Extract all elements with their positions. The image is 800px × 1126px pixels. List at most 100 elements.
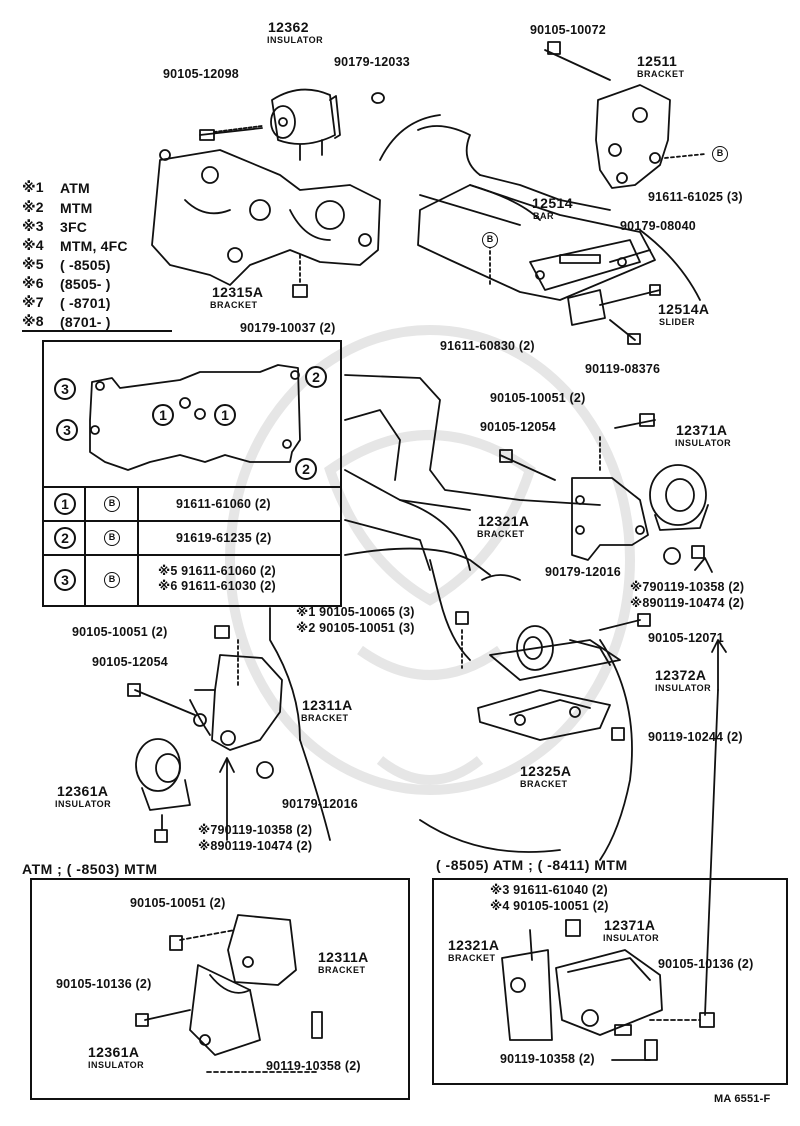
inset-left-header: ATM ; ( -8503) MTM <box>22 861 158 877</box>
table-row-number: 1 <box>54 493 76 515</box>
table-row-number: 3 <box>54 569 76 591</box>
callout-12362-desc: INSULATOR <box>267 35 324 45</box>
callout-12315A: 12315A <box>212 284 264 300</box>
bolt-type-b-marker: B <box>482 232 498 248</box>
engine-block-outline <box>269 114 701 861</box>
insulator-12372A <box>455 574 651 681</box>
callout-12361A-desc: INSULATOR <box>55 799 112 809</box>
callout-12321A-desc: BRACKET <box>477 529 525 539</box>
bolt-position-2-marker: 2 <box>295 458 317 480</box>
callout-90105-10136: 90105-10136 (2) <box>56 977 152 991</box>
legend-mark-4: ※4 <box>22 237 44 253</box>
callout-90105-10072: 90105-10072 <box>530 23 606 37</box>
bolt-type-b-marker: B <box>712 146 728 162</box>
legend-text-3: 3FC <box>60 219 88 235</box>
legend-mark-6: ※6 <box>22 275 44 291</box>
callout-12361A: 12361A <box>88 1044 140 1060</box>
inset-left-drawing <box>135 914 323 1073</box>
callout-12511: 12511 <box>637 53 678 69</box>
table-row-type-b: B <box>104 496 120 512</box>
callout-90105-10051: 90105-10051 (2) <box>130 896 226 910</box>
callout-12514: 12514 <box>532 195 573 211</box>
callout-90105-10051-mark2: ※2 90105-10051 (3) <box>296 621 415 635</box>
table-row-part-number: 91611-61060 (2) <box>176 497 271 511</box>
table-row-part-number: ※6 91611-61030 (2) <box>158 579 276 593</box>
table-row-number: 2 <box>54 527 76 549</box>
callout-90105-12054: 90105-12054 <box>92 655 168 669</box>
callout-12321A: 12321A <box>478 513 530 529</box>
callout-90119-10474-mark8: ※890119-10474 (2) <box>630 596 745 610</box>
slider-12514A <box>567 284 661 345</box>
callout-90105-10136: 90105-10136 (2) <box>658 957 754 971</box>
bracket-12321A <box>499 413 656 561</box>
legend-mark-3: ※3 <box>22 218 44 234</box>
table-row-type-b: B <box>104 530 120 546</box>
callout-12311A: 12311A <box>302 697 353 713</box>
legend-mark-7: ※7 <box>22 294 44 310</box>
callout-12311A-desc: BRACKET <box>301 713 349 723</box>
inset-right-header: ( -8505) ATM ; ( -8411) MTM <box>436 857 628 873</box>
callout-90119-10358: 90119-10358 (2) <box>266 1059 361 1073</box>
callout-90179-12016: 90179-12016 <box>282 797 358 811</box>
legend-text-8: (8701- ) <box>60 314 111 330</box>
callout-90105-10051: 90105-10051 (2) <box>72 625 168 639</box>
callout-90179-08040: 90179-08040 <box>620 219 696 233</box>
cover-plate-outline <box>89 364 301 471</box>
callout-90119-10474-mark8: ※890119-10474 (2) <box>198 839 313 853</box>
callout-12362: 12362 <box>268 19 309 35</box>
callout-90105-10065-mark1: ※1 90105-10065 (3) <box>296 605 415 619</box>
table-row-type-b: B <box>104 572 120 588</box>
callout-90105-12054: 90105-12054 <box>480 420 556 434</box>
callout-12514-desc: BAR <box>533 211 554 221</box>
bracket-12511 <box>544 41 706 189</box>
insulator-12371A <box>649 464 709 565</box>
callout-12371A-desc: INSULATOR <box>603 933 660 943</box>
callout-90119-10244: 90119-10244 (2) <box>648 730 743 744</box>
callout-90179-10037: 90179-10037 (2) <box>240 321 336 335</box>
insulator-12361A <box>135 738 191 843</box>
callout-90119-10358-mark7: ※790119-10358 (2) <box>630 580 745 594</box>
callout-90179-12033: 90179-12033 <box>334 55 410 69</box>
insulator-12362 <box>199 88 385 161</box>
bracket-12311A <box>127 625 283 779</box>
callout-91611-61040-mark3: ※3 91611-61040 (2) <box>490 883 608 897</box>
callout-90105-10051-mark4: ※4 90105-10051 (2) <box>490 899 609 913</box>
bracket-12315A <box>151 149 381 298</box>
callout-12361A-desc: INSULATOR <box>88 1060 145 1070</box>
callout-12325A-desc: BRACKET <box>520 779 568 789</box>
callout-12371A: 12371A <box>676 422 728 438</box>
bar-12514 <box>417 184 656 301</box>
inset-right-panel <box>432 878 788 1085</box>
legend-mark-1: ※1 <box>22 179 44 195</box>
callout-90105-12071: 90105-12071 <box>648 631 724 645</box>
callout-12321A-desc: BRACKET <box>448 953 496 963</box>
callout-12321A: 12321A <box>448 937 500 953</box>
callout-90179-12016: 90179-12016 <box>545 565 621 579</box>
callout-12372A-desc: INSULATOR <box>655 683 712 693</box>
legend-mark-5: ※5 <box>22 256 44 272</box>
legend-mark-8: ※8 <box>22 313 44 329</box>
inset-left-panel <box>30 878 410 1100</box>
callout-12514A-desc: SLIDER <box>659 317 696 327</box>
legend-text-7: ( -8701) <box>60 295 111 311</box>
callout-91611-61025: 91611-61025 (3) <box>648 190 743 204</box>
legend-text-4: MTM, 4FC <box>60 238 128 254</box>
bolt-position-3-marker: 3 <box>56 419 78 441</box>
callout-90119-10358: 90119-10358 (2) <box>500 1052 595 1066</box>
callout-12514A: 12514A <box>658 301 710 317</box>
legend-underline <box>22 330 172 332</box>
inset-right-drawing <box>501 919 715 1061</box>
callout-90105-12098: 90105-12098 <box>163 67 239 81</box>
callout-90105-10051: 90105-10051 (2) <box>490 391 586 405</box>
bolt-table-panel <box>42 340 342 607</box>
callout-12371A-desc: INSULATOR <box>675 438 732 448</box>
callout-90119-08376: 90119-08376 <box>585 362 661 376</box>
legend-text-1: ATM <box>60 180 90 196</box>
legend-mark-2: ※2 <box>22 199 44 215</box>
bracket-12325A <box>477 689 625 741</box>
table-row-part-number: ※5 91611-61060 (2) <box>158 564 276 578</box>
callout-12372A: 12372A <box>655 667 707 683</box>
callout-12361A: 12361A <box>57 783 109 799</box>
